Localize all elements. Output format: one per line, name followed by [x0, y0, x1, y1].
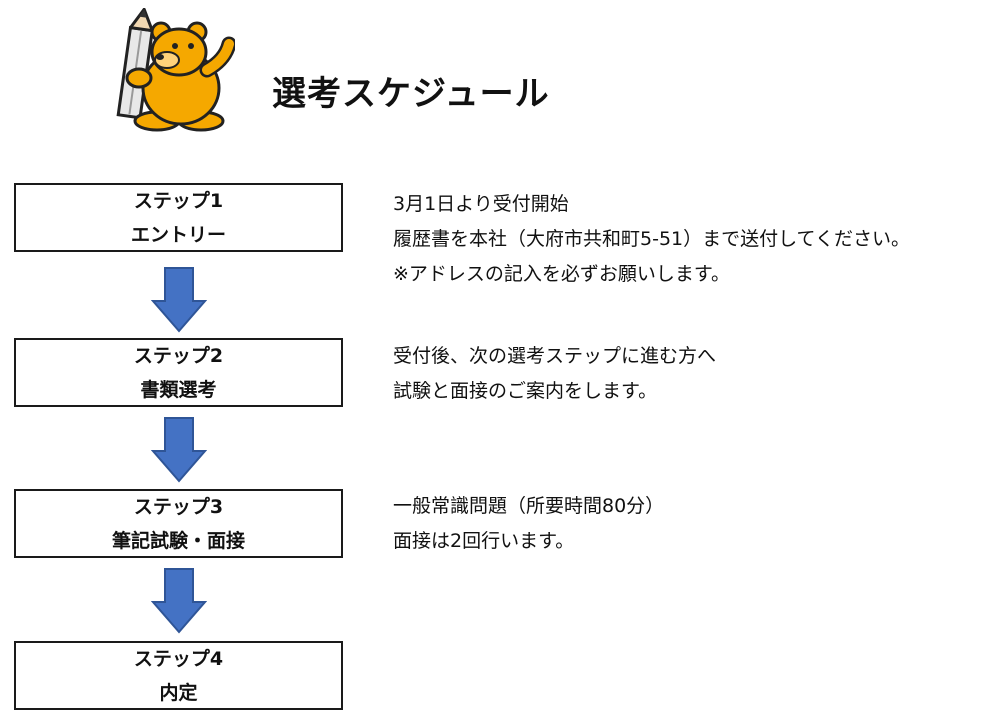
- step-description: 3月1日より受付開始 履歴書を本社（大府市共和町5-51）まで送付してください。…: [393, 187, 993, 292]
- step-name: エントリー: [130, 223, 226, 246]
- step-box: ステップ4 内定: [14, 641, 343, 710]
- description-line: 受付後、次の選考ステップに進む方へ: [393, 345, 717, 367]
- step-box: ステップ3 筆記試験・面接: [14, 489, 343, 558]
- down-arrow-icon: [151, 417, 207, 483]
- step-description: 受付後、次の選考ステップに進む方へ 試験と面接のご案内をします。: [393, 339, 993, 409]
- step-label: ステップ4: [133, 647, 224, 670]
- step-name: 筆記試験・面接: [111, 529, 245, 552]
- step-box: ステップ1 エントリー: [14, 183, 343, 252]
- down-arrow-icon: [151, 267, 207, 333]
- step-name: 書類選考: [140, 378, 217, 401]
- description-line: 面接は2回行います。: [393, 530, 575, 552]
- description-line: 試験と面接のご案内をします。: [393, 380, 658, 402]
- bear-holding-pencil-icon: [116, 8, 235, 132]
- description-line: 3月1日より受付開始: [393, 193, 569, 215]
- step-label: ステップ1: [133, 189, 224, 212]
- page-title: 選考スケジュール: [272, 74, 550, 114]
- step-label: ステップ3: [133, 495, 224, 518]
- description-line: 一般常識問題（所要時間80分）: [393, 495, 665, 517]
- step-description: 一般常識問題（所要時間80分） 面接は2回行います。: [393, 489, 993, 559]
- description-line: ※アドレスの記入を必ずお願いします。: [393, 263, 731, 285]
- step-name: 内定: [159, 681, 198, 704]
- step-box: ステップ2 書類選考: [14, 338, 343, 407]
- description-line: 履歴書を本社（大府市共和町5-51）まで送付してください。: [393, 228, 910, 250]
- step-label: ステップ2: [133, 344, 224, 367]
- down-arrow-icon: [151, 568, 207, 634]
